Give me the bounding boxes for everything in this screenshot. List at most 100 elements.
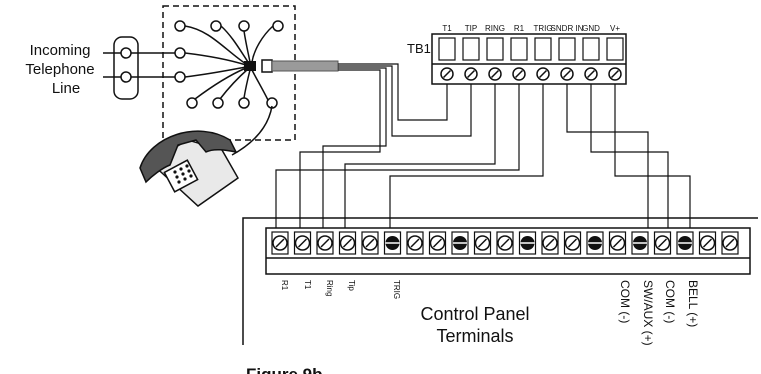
panel-label-r1: R1 [280,280,289,291]
jb-screw [210,20,222,32]
tb1-slot [534,37,552,61]
panel-screw-slot [297,238,308,248]
tb1-terminal-block: TB1 T1 TIP RING R1 TRIG SNDR IN GND V+ [407,24,627,85]
panel-screw-slot [477,238,488,248]
panel-screw-slot [410,238,420,248]
panel-screw-slot [275,238,285,248]
panel-terminal-labels: R1 T1 Ring Tip TRIG [280,280,401,299]
wire-r1-tb1-r1-panel [275,84,520,230]
jb-screw [186,97,198,109]
wire-gnd [590,84,669,230]
panel-screw-slot [612,238,623,248]
panel-screw-slot [545,238,555,248]
tb1-screw-slot [490,69,500,79]
line-plug [103,36,176,100]
panel-screw-slot [500,238,510,248]
jb-screw [212,97,224,109]
phone-cord [231,105,273,156]
tb1-terminal-label-gnd: GND [582,24,600,33]
jb-wire [184,66,247,78]
tb1-slot [462,37,480,61]
jb-wire [194,67,247,100]
tb1-screw-slot [538,69,548,79]
tb1-terminal-label-ring: RING [485,24,505,33]
panel-terminal-strip [265,227,751,275]
jb-wire [220,25,249,63]
rj-cable [271,60,339,72]
control-panel-title-line1: Control Panel [420,304,529,324]
panel-label-com-2: COM (-) [663,280,677,323]
tb1-screw-slot [610,69,620,79]
wire-vplus [614,84,691,230]
tb1-slots [438,37,624,81]
rj-jack-body [244,61,256,71]
telephone-keypad [163,159,199,193]
tb1-label: TB1 [407,41,431,56]
tb1-slot [486,37,504,61]
jb-screw [174,71,186,83]
panel-screw-slot [320,238,330,248]
panel-label-bell: BELL (+) [686,280,700,327]
jb-wire [243,30,251,63]
incoming-line-text-2: Telephone [25,61,94,78]
panel-label-sw-aux: SW/AUX (+) [641,280,655,346]
control-panel-outline [242,217,758,345]
panel-screw-slot [365,238,375,248]
incoming-line-text-3: Line [52,80,80,97]
figure-caption: Figure 9b [246,365,323,374]
panel-terminal-labels-large: COM (-) SW/AUX (+) COM (-) BELL (+) [618,280,700,346]
wire-t1-panel [299,69,381,230]
panel-screw-slot [342,238,353,248]
tb1-slot [510,37,528,61]
jb-screw [238,97,250,109]
tb1-slot [606,37,624,61]
tb1-slot [582,37,600,61]
line-plug-body [113,36,139,100]
tb1-screw-slot [442,69,452,79]
tb1-terminal-label-r1: R1 [514,24,525,33]
tb1-terminal-label-t1: T1 [442,24,452,33]
tb1-terminal-label-vplus: V+ [610,24,620,33]
jb-wire [184,25,247,65]
tb1-screw-slot [562,69,572,79]
incoming-line-text-1: Incoming [30,42,91,59]
telephone-icon [139,130,239,207]
panel-screw-slot [432,238,443,248]
panel-screw-slot [657,238,668,248]
panel-label-trig: TRIG [392,280,401,299]
tb1-screw-slot [514,69,524,79]
telephone-handset [139,130,238,184]
wire-ring-tb1-tip-panel [344,84,496,230]
jb-screw [238,20,250,32]
tb1-slot [438,37,456,61]
incoming-line-label: Incoming Telephone Line [25,42,94,97]
rj-plug [261,59,273,73]
tb1-terminal-label-tip: TIP [465,24,477,33]
panel-screw-slot [567,238,578,248]
panel-label-t1: T1 [303,280,312,290]
wire-tip-tb1 [338,65,472,137]
control-panel-title: Control Panel Terminals [420,304,529,346]
tb1-slot [558,37,576,61]
jb-wire [243,69,251,99]
rj-jack [244,59,339,73]
wiring [275,63,691,230]
panel-screw-slot [702,238,713,248]
tb1-screw-slot [586,69,596,79]
wire-t1-tb1 [338,63,448,121]
wire-sndr-in [566,84,649,230]
tb1-terminal-label-sndr-in: SNDR IN [551,24,584,33]
jb-wire [251,69,269,101]
control-panel-title-line2: Terminals [436,326,513,346]
panel-slots [271,231,739,255]
plug-screw-2 [120,71,132,83]
plug-screw-1 [120,47,132,59]
panel-screw-slot [725,238,735,248]
jb-screw [174,20,186,32]
jb-screw [272,20,284,32]
keypad-buttons [173,164,193,184]
junction-box [162,5,296,141]
wire-ring-panel [322,67,387,230]
tb1-screw-slot [466,69,476,79]
